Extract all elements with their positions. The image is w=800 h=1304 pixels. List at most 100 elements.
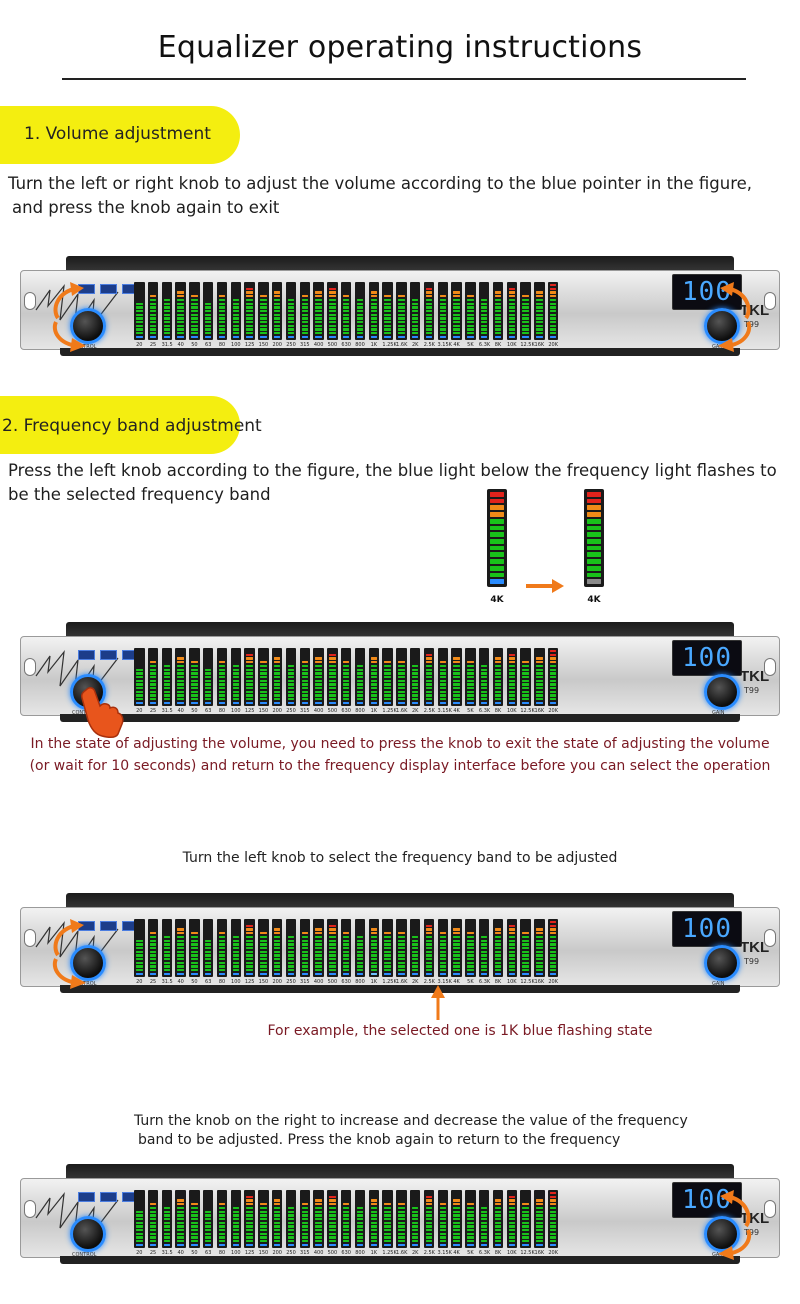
led-segment	[412, 661, 419, 663]
led-segment	[467, 317, 474, 320]
led-segment	[218, 939, 226, 942]
led-segment	[467, 288, 474, 290]
device-top-cover	[66, 256, 734, 274]
led-segment	[149, 961, 157, 964]
frequency-label: 2K	[411, 979, 419, 985]
led-segment	[301, 701, 309, 704]
led-segment	[218, 694, 226, 697]
led-segment	[204, 320, 212, 324]
gain-knob[interactable]	[704, 308, 740, 344]
led-segment	[287, 935, 295, 939]
led-segment	[205, 291, 212, 293]
led-segment	[398, 654, 405, 656]
led-segment	[204, 309, 212, 313]
led-segment	[453, 306, 460, 309]
led-segment	[246, 672, 253, 675]
led-segment	[287, 1210, 295, 1213]
led-segment	[136, 675, 143, 679]
led-segment	[467, 965, 474, 968]
led-segment	[150, 1196, 157, 1198]
led-segment	[453, 1228, 460, 1232]
led-segment	[508, 332, 516, 335]
led-segment	[425, 972, 433, 975]
led-segment	[439, 1232, 447, 1235]
led-segment	[480, 957, 488, 961]
led-segment	[218, 664, 226, 668]
preset-button[interactable]	[100, 921, 117, 931]
led-segment	[288, 925, 295, 927]
led-segment	[218, 698, 226, 701]
led-segment	[453, 650, 460, 652]
led-segment	[164, 1199, 171, 1201]
led-segment	[342, 1203, 350, 1206]
led-segment	[246, 950, 253, 953]
led-segment	[246, 961, 253, 964]
led-segment	[398, 694, 405, 697]
led-segment	[508, 320, 516, 324]
led-segment	[495, 654, 502, 656]
led-segment	[453, 1206, 460, 1210]
led-segment	[549, 1192, 557, 1195]
led-segment	[425, 306, 433, 309]
eq-band-meter	[216, 919, 228, 977]
led-segment	[218, 686, 226, 690]
led-segment	[494, 320, 502, 324]
led-segment	[315, 1214, 322, 1217]
frequency-label: 500	[327, 342, 338, 348]
section-1-heading: 1. Volume adjustment	[24, 124, 211, 144]
led-segment	[467, 650, 474, 652]
led-segment	[342, 295, 350, 298]
preset-button[interactable]	[78, 1192, 95, 1202]
preset-button[interactable]	[100, 1192, 117, 1202]
led-segment	[425, 965, 433, 968]
frequency-label: 20	[136, 342, 143, 348]
led-segment	[522, 661, 529, 664]
led-segment	[494, 672, 502, 675]
led-segment	[495, 925, 502, 927]
led-segment	[371, 921, 378, 923]
led-segment	[163, 701, 171, 704]
led-segment	[549, 668, 557, 671]
led-segment	[177, 950, 184, 953]
led-segment	[370, 317, 378, 320]
led-segment	[508, 1199, 516, 1202]
led-segment	[384, 969, 391, 972]
preset-button[interactable]	[100, 284, 117, 294]
led-segment	[398, 1196, 405, 1198]
led-segment	[370, 1217, 378, 1221]
led-segment	[343, 654, 350, 656]
led-segment	[204, 675, 212, 679]
led-segment	[260, 961, 267, 964]
led-segment	[490, 545, 504, 551]
led-segment	[370, 1214, 378, 1217]
gain-knob[interactable]	[704, 945, 740, 981]
control-knob[interactable]	[70, 1216, 106, 1252]
led-segment	[329, 921, 336, 923]
control-knob[interactable]	[70, 308, 106, 344]
gain-knob[interactable]	[704, 1216, 740, 1252]
led-segment	[439, 1203, 447, 1206]
led-segment	[370, 335, 378, 338]
frequency-label: 40	[177, 708, 184, 714]
gain-knob[interactable]	[704, 674, 740, 710]
led-segment	[425, 1210, 433, 1213]
preset-button[interactable]	[100, 650, 117, 660]
led-segment	[522, 946, 529, 950]
led-segment	[260, 686, 267, 690]
led-segment	[191, 1221, 198, 1224]
led-segment	[357, 1192, 364, 1194]
led-segment	[467, 946, 474, 950]
led-segment	[246, 650, 253, 652]
led-segment	[494, 972, 502, 975]
led-segment	[246, 291, 253, 294]
eq-band-meter	[202, 282, 214, 340]
led-segment	[536, 295, 543, 298]
led-segment	[549, 690, 557, 693]
frequency-label: 2K	[411, 342, 419, 348]
led-segment	[522, 939, 529, 942]
control-knob[interactable]	[70, 945, 106, 981]
led-segment	[384, 672, 391, 675]
preset-button[interactable]	[78, 650, 95, 660]
led-segment	[204, 1221, 212, 1224]
